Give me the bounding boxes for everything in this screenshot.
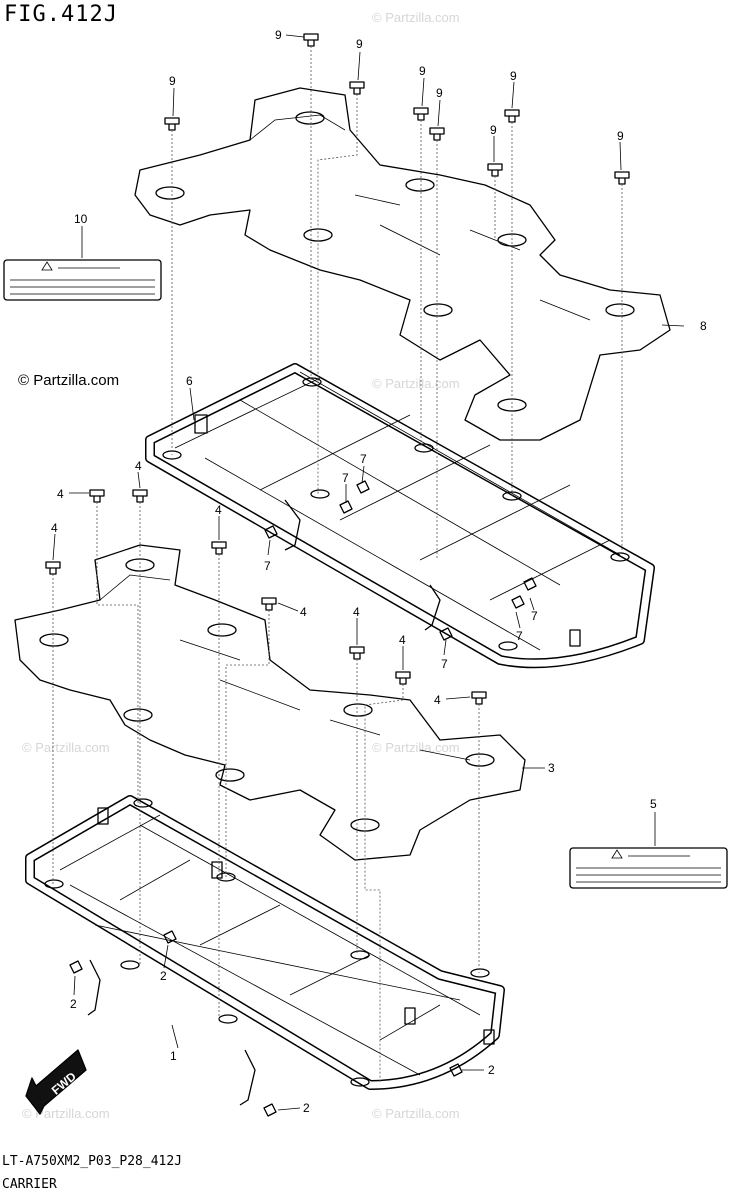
callout-2: 2 [303,1101,310,1115]
callout-4: 4 [353,605,360,619]
callout-3: 3 [548,761,555,775]
callout-9: 9 [356,37,363,51]
callout-4: 4 [135,459,142,473]
bolt-4-group[interactable] [45,489,487,705]
callout-2: 2 [488,1063,495,1077]
callout-4: 4 [57,487,64,501]
callout-5: 5 [650,797,657,811]
rear-carrier-cover[interactable] [134,87,671,441]
callout-4: 4 [434,693,441,707]
callout-7: 7 [516,629,523,643]
callout-7: 7 [264,559,271,573]
copyright-notice: © Partzilla.com [18,372,120,389]
callout-4: 4 [399,633,406,647]
watermark: © Partzilla.com [22,1106,110,1121]
callout-10: 10 [74,212,88,226]
callout-4: 4 [300,605,307,619]
assembly-lines [52,46,623,1082]
callout-9: 9 [490,123,497,137]
diagram-code: LT-A750XM2_P03_P28_412J [2,1154,183,1169]
callout-9: 9 [419,64,426,78]
callout-9: 9 [617,129,624,143]
callout-1: 1 [170,1049,177,1063]
figure-title: FIG.412J [4,2,118,27]
callout-9: 9 [275,28,282,42]
front-carrier-frame[interactable] [25,795,505,1106]
callout-7: 7 [342,471,349,485]
rear-carrier-frame[interactable] [145,363,655,669]
watermark: © Partzilla.com [372,10,460,25]
callout-7: 7 [441,657,448,671]
callout-9: 9 [436,86,443,100]
fwd-arrow-icon: FWD [25,1049,87,1115]
callout-2: 2 [160,969,167,983]
callout-7: 7 [531,609,538,623]
watermark: © Partzilla.com [22,740,110,755]
watermark: © Partzilla.com [372,376,460,391]
diagram-name: CARRIER [2,1177,57,1192]
warning-label-10[interactable] [3,259,162,301]
callout-9: 9 [169,74,176,88]
callout-6: 6 [186,374,193,388]
watermark: © Partzilla.com [372,740,460,755]
callout-2: 2 [70,997,77,1011]
front-carrier-cover[interactable] [14,544,526,861]
leader-lines [52,34,685,1111]
warning-label-5[interactable] [569,847,728,889]
bolt-2-group[interactable] [69,930,463,1117]
callout-7: 7 [360,452,367,466]
callout-4: 4 [51,521,58,535]
callout-8: 8 [700,319,707,333]
callout-4: 4 [215,503,222,517]
watermark: © Partzilla.com [372,1106,460,1121]
bolt-7-group[interactable] [264,480,537,641]
bolt-9-group[interactable] [164,33,630,185]
callout-9: 9 [510,69,517,83]
